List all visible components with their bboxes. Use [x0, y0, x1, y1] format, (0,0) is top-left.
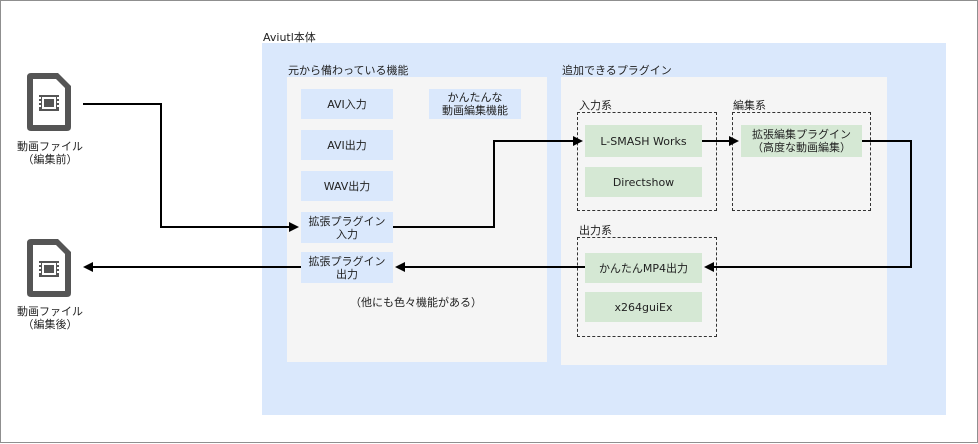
x264guiex-box: x264guiEx	[585, 292, 702, 322]
simple-edit-box: かんたんな 動画編集機能	[429, 89, 521, 119]
output-group-title: 出力系	[579, 224, 612, 237]
builtin-title: 元から備わっている機能	[288, 64, 409, 77]
extended-edit-plugin-box: 拡張編集プラグイン （高度な動画編集）	[741, 125, 862, 157]
arrow-file-to-ext-input	[83, 103, 299, 232]
plugins-title: 追加できるプラグイン	[562, 64, 672, 77]
file-after-label: 動画ファイル （編集後）	[17, 305, 83, 331]
input-group	[577, 112, 717, 211]
video-file-icon	[27, 239, 71, 297]
video-file-icon	[27, 73, 71, 131]
ext-plugin-output-box: 拡張プラグイン 出力	[301, 252, 393, 283]
arrow-ext-input-to-lsmash	[393, 136, 583, 228]
arrow-edit-to-mp4	[704, 140, 912, 272]
others-note: （他にも色々機能がある）	[350, 295, 482, 309]
easy-mp4-output-box: かんたんMP4出力	[585, 253, 702, 283]
edit-group	[732, 112, 871, 211]
directshow-box: Directshow	[585, 167, 702, 197]
input-group-title: 入力系	[579, 99, 612, 112]
output-group	[577, 237, 717, 337]
main-title: Aviutl本体	[263, 31, 316, 44]
file-before-label: 動画ファイル （編集前）	[17, 140, 83, 166]
ext-plugin-input-box: 拡張プラグイン 入力	[301, 212, 393, 243]
avi-output-box: AVI出力	[301, 130, 393, 160]
edit-group-title: 編集系	[733, 99, 766, 112]
l-smash-works-box: L-SMASH Works	[585, 125, 702, 157]
avi-input-box: AVI入力	[301, 89, 393, 119]
wav-output-box: WAV出力	[301, 171, 393, 201]
